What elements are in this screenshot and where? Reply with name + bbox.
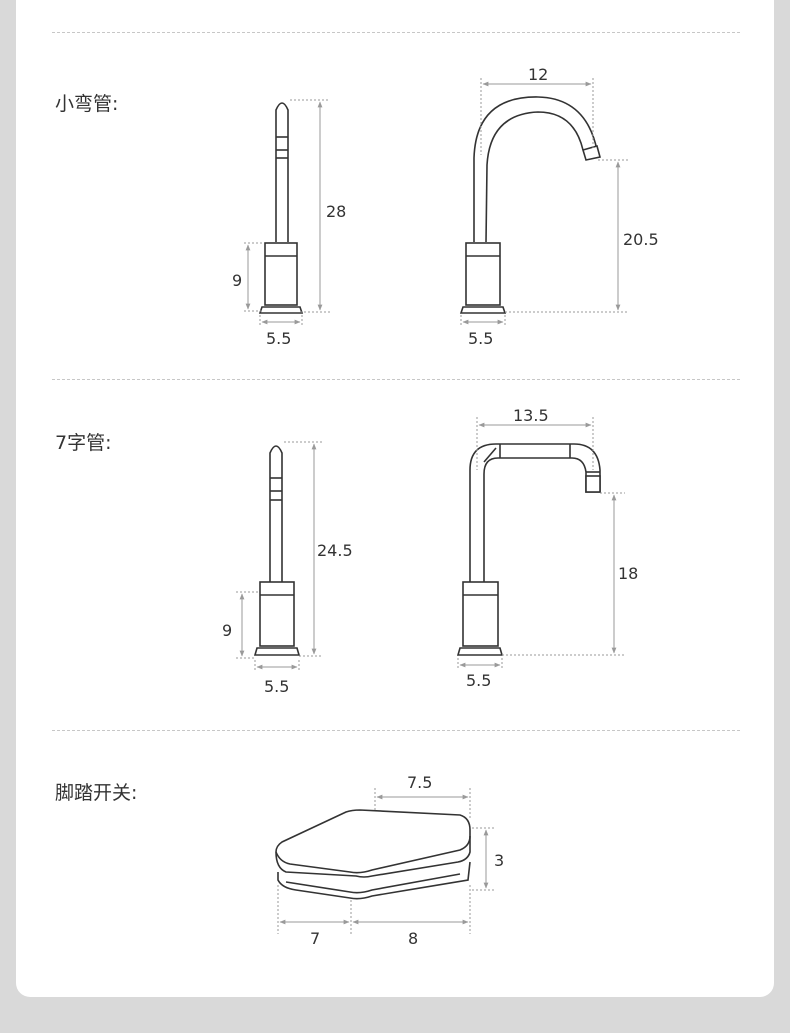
divider-top [52,32,740,33]
seven-shape-side-base-height: 9 [222,621,232,640]
small-bend-front-spout-height: 20.5 [623,230,659,249]
divider-middle [52,379,740,380]
seven-shape-front-base-width: 5.5 [466,671,491,690]
seven-shape-side-height: 24.5 [317,541,353,560]
small-bend-side-base-height: 9 [232,271,242,290]
foot-pedal-front-length: 7 [310,929,320,948]
small-bend-front-base-width: 5.5 [468,329,493,348]
foot-pedal-height: 3 [494,851,504,870]
small-bend-side-height: 28 [326,202,346,221]
small-bend-front-dims [460,78,628,327]
foot-pedal-top-width: 7.5 [407,773,432,792]
foot-pedal-back-length: 8 [408,929,418,948]
seven-shape-front-spout-height: 18 [618,564,638,583]
seven-shape-front-dims [457,417,625,670]
seven-shape-front-reach: 13.5 [513,406,549,425]
seven-shape-side-view [253,445,301,656]
seven-shape-side-dims [236,441,322,672]
foot-pedal-dims [277,788,494,934]
divider-bottom [52,730,740,731]
small-bend-side-view [258,102,304,314]
small-bend-front-reach: 12 [528,65,548,84]
section-label-pedal: 脚踏开关: [55,782,138,804]
foot-pedal-drawing [275,809,471,900]
seven-shape-front-view [456,443,601,656]
small-bend-front-view [459,96,601,314]
section-label-seven-shape: 7字管: [55,432,112,454]
small-bend-side-base-width: 5.5 [266,329,291,348]
small-bend-side-dims [244,99,330,327]
section-label-small-bend: 小弯管: [55,93,119,115]
seven-shape-side-base-width: 5.5 [264,677,289,696]
